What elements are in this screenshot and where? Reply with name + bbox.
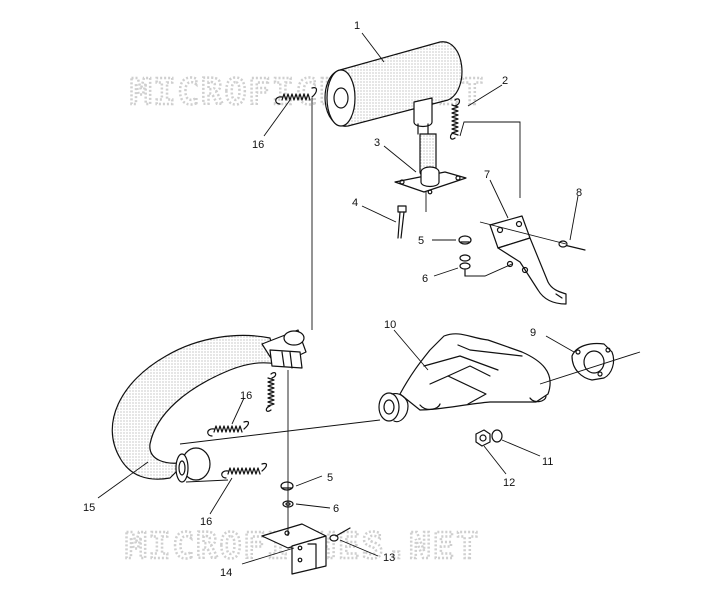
spring-middle-left (207, 420, 250, 437)
callout-13: 13 (383, 552, 395, 564)
head-pipe (111, 329, 307, 483)
callout-10: 10 (384, 319, 396, 331)
callout-5-lower: 5 (327, 472, 333, 484)
callout-15: 15 (83, 502, 95, 514)
washers-upper (459, 254, 471, 277)
callout-2: 2 (502, 75, 508, 87)
spring-vertical (265, 372, 277, 412)
callout-11: 11 (542, 456, 553, 468)
spring-upper (449, 98, 461, 140)
callout-14: 14 (220, 567, 232, 579)
bracket (489, 215, 567, 305)
callout-3: 3 (374, 137, 380, 149)
bolt-lower (329, 527, 351, 542)
callout-5-upper: 5 (418, 235, 424, 247)
callout-16-top: 16 (252, 139, 264, 151)
callout-1: 1 (354, 20, 360, 32)
gasket (571, 342, 615, 381)
callout-16-middle: 16 (240, 390, 252, 402)
callout-16-bottom: 16 (200, 516, 212, 528)
muffler (324, 41, 463, 178)
cap-upper (458, 235, 472, 245)
callout-8: 8 (576, 187, 582, 199)
stud (397, 205, 407, 239)
bolt-upper (558, 240, 586, 251)
spring-bottom-left (221, 462, 268, 479)
callout-7: 7 (484, 169, 490, 181)
washer-lower (491, 429, 503, 443)
exhaust-manifold (378, 333, 551, 423)
spring-top-left (275, 87, 318, 105)
callout-6-lower: 6 (333, 503, 339, 515)
callout-6-upper: 6 (422, 273, 428, 285)
lower-bracket (261, 523, 327, 575)
callout-9: 9 (530, 327, 536, 339)
cap-lower (280, 481, 294, 491)
mount-plate (394, 166, 467, 195)
nut (475, 429, 491, 447)
assembly-lines (179, 98, 641, 536)
callout-12: 12 (503, 477, 515, 489)
callouts: 1 2 3 4 5 6 7 8 9 10 11 12 5 6 13 14 15 … (83, 20, 582, 579)
leader-lines (97, 32, 579, 565)
callout-4: 4 (352, 197, 358, 209)
